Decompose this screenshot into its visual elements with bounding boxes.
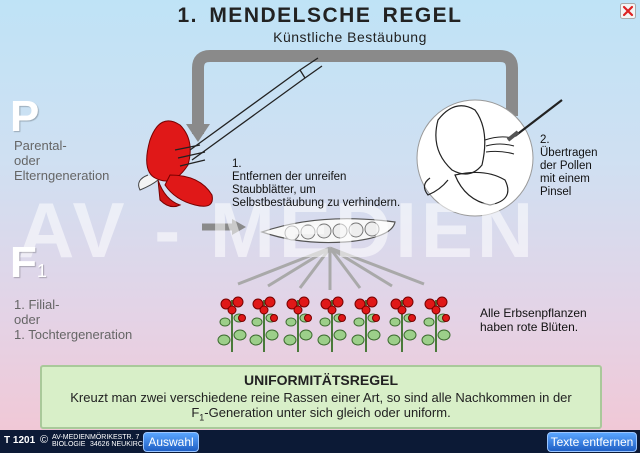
offspring-arrows: [237, 246, 425, 290]
p-generation-label: Parental- oder Elterngeneration: [14, 138, 109, 183]
uniformity-line: F1-Generation unter sich gleich oder uni…: [42, 405, 600, 426]
line-suffix: -Generation unter sich gleich oder unifo…: [204, 405, 451, 420]
pollination-circle: [416, 99, 563, 217]
pea-pod: [260, 218, 396, 244]
transfer-arrow: [192, 50, 518, 134]
uniformity-rule-box: UNIFORMITÄTSREGEL Kreuzt man zwei versch…: [40, 365, 602, 429]
note-line: Alle Erbsenpflanzen: [480, 306, 587, 320]
red-flower: [138, 120, 213, 208]
pea-plant: [317, 296, 347, 352]
note-line: 2.: [540, 134, 550, 146]
address-line: MÖRIKESTR. 7: [90, 434, 140, 441]
publisher-line: BIOLOGIE: [52, 441, 86, 448]
page-subtitle: Künstliche Bestäubung: [273, 29, 427, 45]
note-line: der Pollen: [540, 160, 592, 172]
f-sub: 1: [199, 412, 205, 423]
pea-plant: [249, 296, 279, 352]
uniformity-text: Kreuzt man zwei verschiedene reine Rasse…: [42, 390, 600, 426]
step2-note: 2. Übertragen der Pollen mit einem Pinse…: [540, 134, 598, 199]
note-line: Staubblätter, um: [232, 184, 316, 196]
tweezers: [174, 57, 323, 167]
uniformity-title: UNIFORMITÄTSREGEL: [244, 372, 398, 388]
uniformity-line: Kreuzt man zwei verschiedene reine Rasse…: [70, 390, 572, 405]
p-label-line: Elterngeneration: [14, 168, 110, 183]
pea-plant: [283, 296, 313, 352]
f-letter: F: [10, 238, 37, 287]
pea-plant: [387, 296, 417, 352]
transfer-arrow-head: [186, 124, 210, 142]
page-title: 1. MENDELSCHE REGEL: [177, 4, 463, 27]
bottom-bar: T 1201 © AV-MEDIEN BIOLOGIE MÖRIKESTR. 7…: [0, 430, 640, 453]
f-label-line: 1. Filial-: [14, 297, 60, 312]
f-prefix: F: [191, 405, 200, 420]
watermark: AV - MEDIEN: [18, 186, 538, 274]
pea-plants: [217, 296, 451, 352]
f-subscript: 1: [36, 261, 47, 281]
note-line: 1.: [232, 158, 242, 170]
publisher: AV-MEDIEN BIOLOGIE: [52, 434, 90, 448]
pollination-diagram: [138, 50, 563, 352]
note-line: Pinsel: [540, 186, 572, 198]
f1-generation-letter: F1: [10, 238, 47, 288]
p-label-line: Parental-: [14, 138, 67, 153]
remove-texts-button[interactable]: Texte entfernen: [547, 432, 637, 452]
note-line: Selbstbestäubung zu verhindern.: [232, 197, 401, 209]
note-line: mit einem: [540, 173, 590, 185]
address: MÖRIKESTR. 7 34626 NEUKIRCHEN: [90, 434, 158, 448]
close-icon[interactable]: [620, 3, 636, 19]
note-line: Übertragen: [540, 147, 598, 159]
copyright-symbol: ©: [40, 434, 49, 446]
select-button[interactable]: Auswahl: [143, 432, 199, 452]
offspring-note: Alle Erbsenpflanzen haben rote Blüten.: [480, 306, 587, 334]
f1-generation-label: 1. Filial- oder 1. Tochtergeneration: [14, 297, 132, 342]
publisher-line: AV-MEDIEN: [52, 434, 90, 441]
step1-note: 1. Entfernen der unreifen Staubblätter, …: [232, 158, 400, 210]
slide-code: T 1201: [4, 435, 36, 446]
f-label-line: 1. Tochtergeneration: [14, 327, 133, 342]
f-label-line: oder: [14, 312, 41, 327]
pea-plant: [421, 296, 451, 352]
pea-plant: [217, 296, 247, 352]
note-line: haben rote Blüten.: [480, 320, 579, 334]
note-line: Entfernen der unreifen: [232, 171, 347, 183]
p-label-line: oder: [14, 153, 41, 168]
pea-plant: [351, 296, 381, 352]
address-line: 34626 NEUKIRCHEN: [90, 441, 158, 448]
p-generation-letter: P: [10, 92, 40, 141]
